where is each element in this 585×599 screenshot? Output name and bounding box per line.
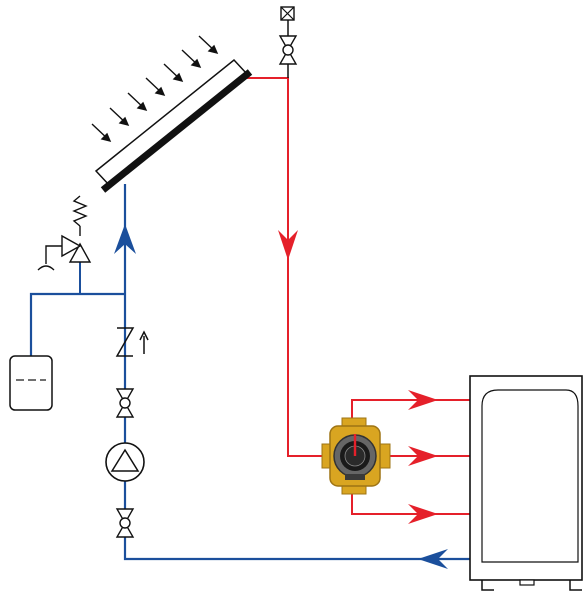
hot-supply-pipe <box>244 77 322 457</box>
sun-rays-icon <box>91 35 219 143</box>
tank-arrow-bottom <box>408 504 438 524</box>
tank-arrow-top <box>408 390 438 410</box>
tank-arrow-middle <box>408 446 438 466</box>
tank-inlet-bottom <box>351 492 470 515</box>
expansion-branch-pipe <box>29 292 125 356</box>
cold-flow-arrow-up <box>114 224 136 254</box>
cold-return-pipe <box>123 184 470 561</box>
ball-valve-icon <box>278 35 298 65</box>
ball-valve-icon <box>115 388 135 418</box>
cold-flow-arrow-left <box>418 549 448 569</box>
air-vent-icon <box>280 6 295 21</box>
four-way-mixing-valve-icon <box>321 417 391 495</box>
safety-valve-icon <box>37 195 92 271</box>
hot-water-tank-icon <box>469 375 583 591</box>
solar-collector-icon <box>94 58 253 193</box>
hot-flow-arrow <box>278 230 298 260</box>
ball-valve-icon <box>115 508 135 538</box>
pump-icon <box>105 442 145 482</box>
check-valve-icon <box>115 327 149 357</box>
tank-inlet-top <box>351 399 470 420</box>
expansion-tank-icon <box>9 355 53 411</box>
